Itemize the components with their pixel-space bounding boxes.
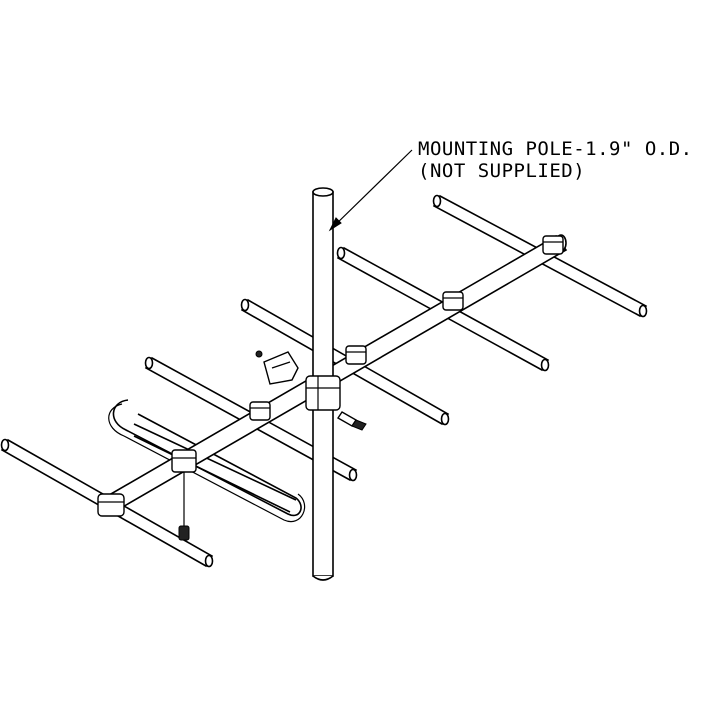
element-clamp-1 bbox=[249, 401, 271, 421]
element-clamp-3 bbox=[442, 291, 464, 311]
mast-bracket bbox=[305, 375, 341, 411]
element-clamp-2 bbox=[345, 345, 367, 365]
leader-arrow bbox=[328, 149, 413, 232]
u-bolt-clamp-part bbox=[255, 350, 299, 385]
annotation-line2: (NOT SUPPLIED) bbox=[418, 160, 586, 182]
reflector-clamp bbox=[97, 493, 125, 517]
dipole-clamp bbox=[171, 449, 197, 541]
bolt-part bbox=[337, 411, 367, 431]
annotation-line1: MOUNTING POLE-1.9" O.D. bbox=[418, 138, 693, 160]
element-clamp-4 bbox=[542, 235, 564, 255]
